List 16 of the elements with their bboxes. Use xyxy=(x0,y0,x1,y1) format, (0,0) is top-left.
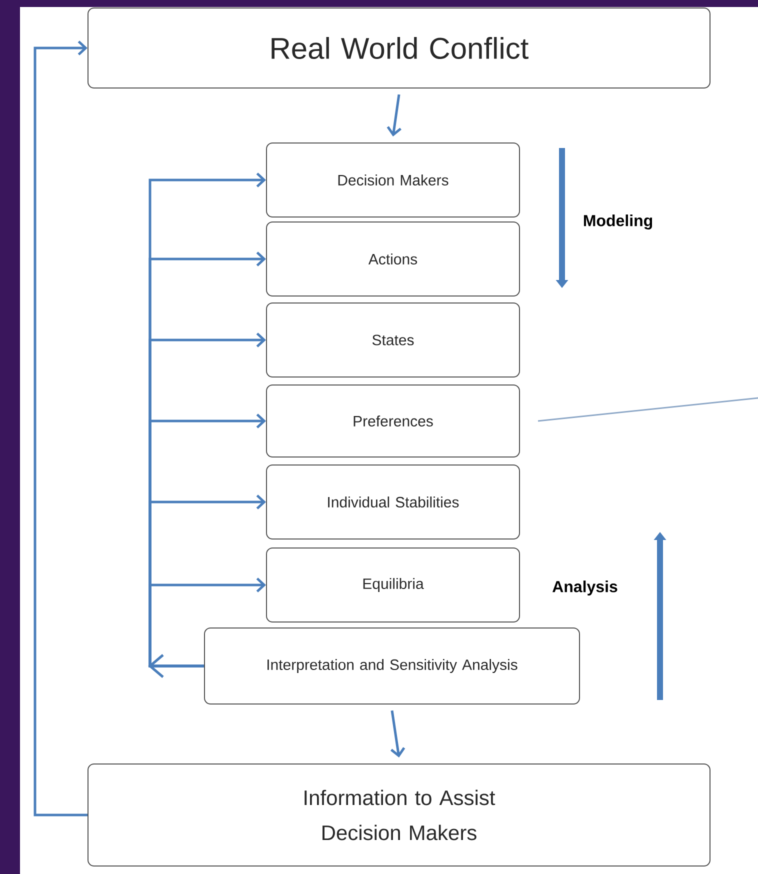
process-box: Information to Assist Decision Makers xyxy=(88,764,710,866)
process-box: States xyxy=(266,302,520,378)
arrow xyxy=(390,710,406,758)
process-box: Equilibria xyxy=(266,548,520,622)
process-box: Preferences xyxy=(266,384,520,458)
process-box: Interpretation and Sensitivity Analysis xyxy=(204,628,580,704)
arrow xyxy=(148,578,266,668)
process-box: Actions xyxy=(266,222,520,296)
arrow xyxy=(34,40,88,816)
stage-label: Modeling xyxy=(584,214,652,230)
arrow xyxy=(386,94,402,136)
process-box: Real World Conflict xyxy=(88,8,710,88)
process-box: Individual Stabilities xyxy=(266,464,520,540)
stage-label: Analysis xyxy=(552,580,618,596)
process-box: Decision Makers xyxy=(266,142,520,218)
arrow xyxy=(148,172,266,678)
